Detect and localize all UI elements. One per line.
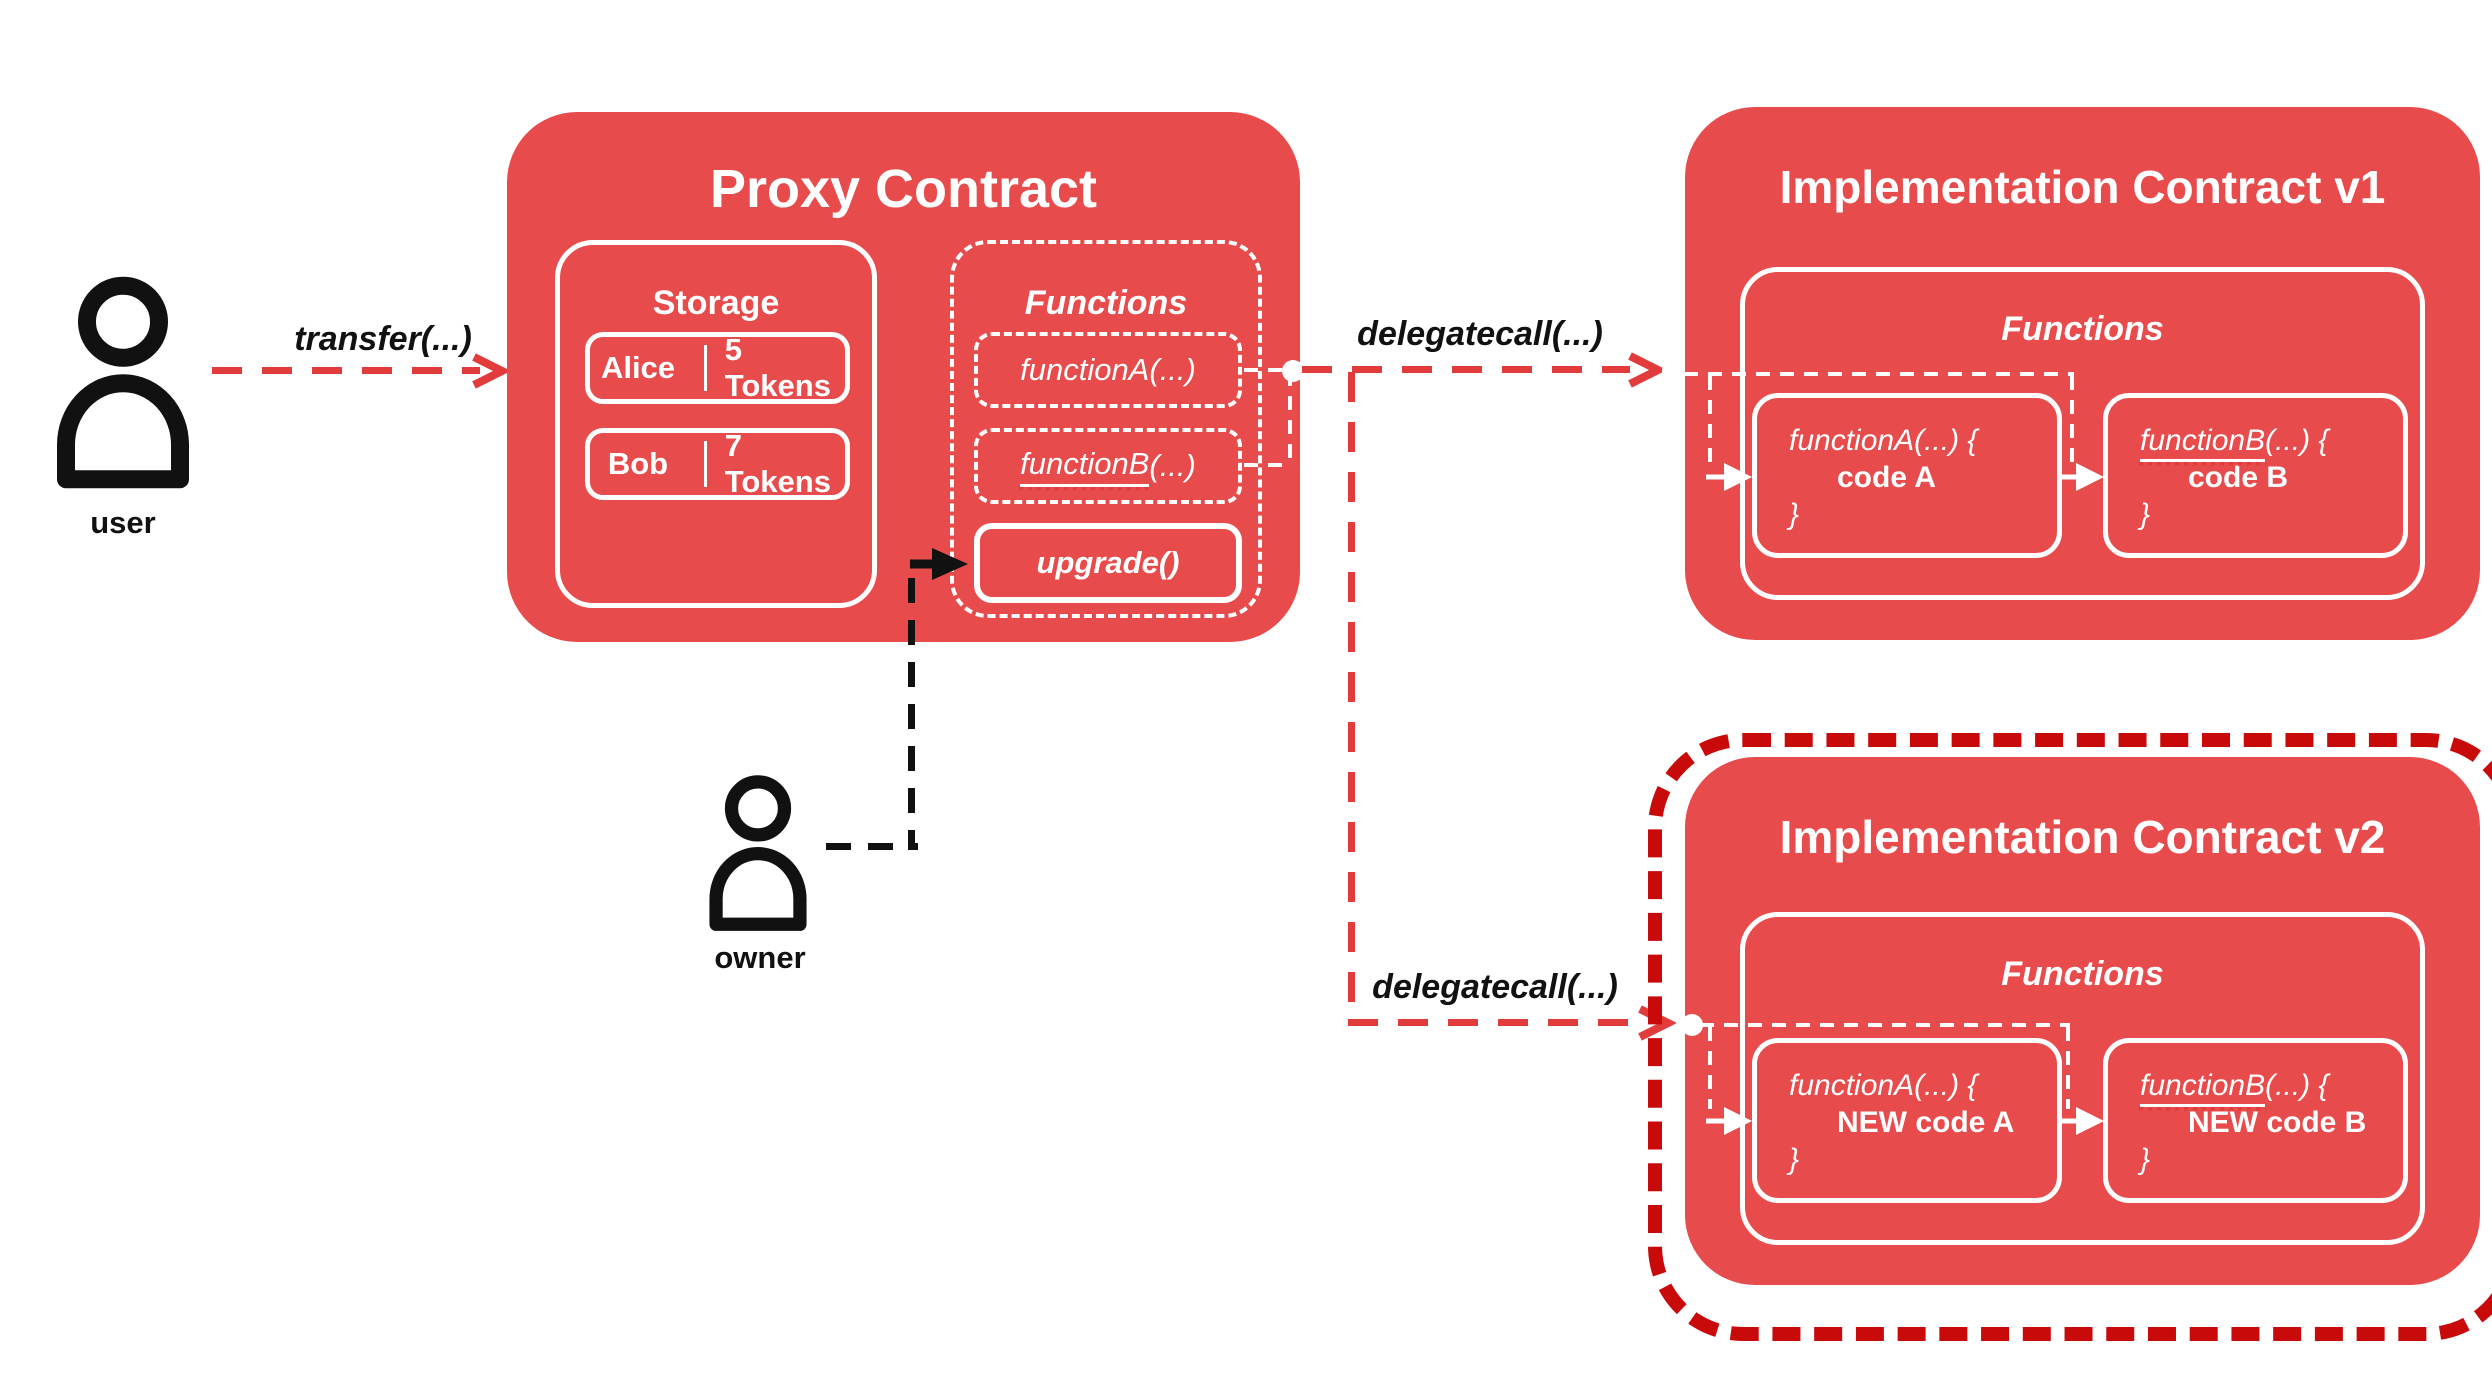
proxy-functionA-pill: functionA(...) <box>974 332 1242 408</box>
transfer-label: transfer(...) <box>294 320 472 358</box>
impl-v1-route-branchB <box>2070 376 2074 464</box>
storage-row-value: 5 Tokens <box>724 332 831 403</box>
impl-v1-functions-container <box>1740 267 2425 600</box>
impl-v2-functions-container <box>1740 912 2425 1245</box>
function-args: (...) <box>1149 448 1196 483</box>
impl-v2-title: Implementation Contract v2 <box>1779 811 2386 863</box>
function-close: } <box>2140 498 2151 531</box>
delegatecall-v2-riser <box>1348 372 1355 1022</box>
delegatecall-v2-label: delegatecall(...) <box>1372 968 1618 1006</box>
divider <box>704 441 707 487</box>
storage-row-value: 7 Tokens <box>724 428 831 499</box>
function-args: (...) { <box>1914 1069 1978 1102</box>
proxy-contract-title: Proxy Contract <box>709 159 1098 219</box>
impl-v1-entry-dot <box>1662 360 1684 382</box>
function-close: } <box>1789 1143 1800 1176</box>
impl-v2-functions-title: Functions <box>2001 955 2164 993</box>
delegatecall-v1-arrowhead-icon <box>1628 352 1666 388</box>
storage-title: Storage <box>652 284 780 322</box>
functionB-connector-riser <box>1288 372 1292 465</box>
impl-v2-functionB-box: functionB(...) { NEW code B } <box>2103 1038 2408 1203</box>
impl-v1-functionA-arrowhead-icon <box>1706 463 1752 491</box>
transfer-arrowhead-icon <box>472 353 510 389</box>
function-close: } <box>1789 498 1800 531</box>
proxy-functionB-pill: functionB(...) <box>974 428 1242 504</box>
transfer-arrow-line <box>212 367 480 374</box>
storage-container <box>555 240 877 608</box>
function-name: functionA <box>1020 352 1150 387</box>
functionA-connector <box>1244 368 1292 372</box>
function-body: code A <box>1837 461 1936 494</box>
function-args: (...) { <box>1914 424 1978 457</box>
proxy-contract-box <box>507 112 1300 642</box>
impl-v1-title: Implementation Contract v1 <box>1779 161 2386 213</box>
impl-v2-box <box>1685 757 2480 1285</box>
function-name: functionB <box>2140 1069 2266 1107</box>
impl-v1-functionA-box: functionA(...) { code A } <box>1752 393 2062 558</box>
delegatecall-v2-line <box>1348 1019 1640 1026</box>
function-args: (...) <box>1149 352 1196 387</box>
function-body: NEW code A <box>1837 1106 2015 1139</box>
impl-v1-route-h <box>1684 372 2074 376</box>
function-args: (...) { <box>2265 424 2329 457</box>
delegatecall-v1-line <box>1302 366 1630 373</box>
function-args: (...) { <box>2265 1069 2329 1102</box>
impl-v1-functionB-arrowhead-icon <box>2058 463 2104 491</box>
user-icon <box>57 276 189 489</box>
function-name: functionA <box>1789 1069 1915 1102</box>
owner-label: owner <box>714 940 806 975</box>
proxy-functions-title: Functions <box>1024 284 1188 322</box>
owner-upgrade-line-h <box>826 843 918 850</box>
function-name: functionA <box>1789 424 1915 457</box>
delegatecall-v1-label: delegatecall(...) <box>1357 315 1603 353</box>
impl-v2-functionA-arrowhead-icon <box>1706 1107 1752 1135</box>
functionB-connector <box>1244 463 1292 467</box>
divider <box>704 345 707 391</box>
owner-upgrade-arrowhead-icon <box>910 548 968 580</box>
impl-v1-functionB-box: functionB(...) { code B } <box>2103 393 2408 558</box>
storage-row-alice: Alice 5 Tokens <box>585 332 850 404</box>
owner-upgrade-line-v <box>908 578 915 850</box>
impl-v1-functions-title: Functions <box>2001 310 2164 348</box>
proxy-functions-container <box>950 240 1262 618</box>
storage-row-bob: Bob 7 Tokens <box>585 428 850 500</box>
impl-v2-route-branchA <box>1708 1027 1712 1109</box>
user-label: user <box>90 505 156 540</box>
impl-v2-route-h <box>1700 1023 2070 1027</box>
impl-v2-functionA-box: functionA(...) { NEW code A } <box>1752 1038 2062 1203</box>
function-name: functionB <box>2140 424 2266 462</box>
impl-v2-route-branchB <box>2066 1027 2070 1109</box>
impl-v2-entry-dot <box>1681 1014 1703 1036</box>
owner-icon <box>709 775 807 931</box>
impl-v2-upgrade-outline <box>1648 733 2492 1341</box>
function-name: functionB <box>1019 446 1151 493</box>
function-close: } <box>2140 1143 2151 1176</box>
proxy-upgrade-button: upgrade() <box>974 523 1242 603</box>
storage-row-name: Alice <box>600 350 676 385</box>
impl-v2-functionB-arrowhead-icon <box>2058 1107 2104 1135</box>
storage-row-name: Bob <box>607 446 669 481</box>
impl-v1-route-branchA <box>1708 376 1712 464</box>
proxy-junction-dot <box>1282 360 1304 382</box>
